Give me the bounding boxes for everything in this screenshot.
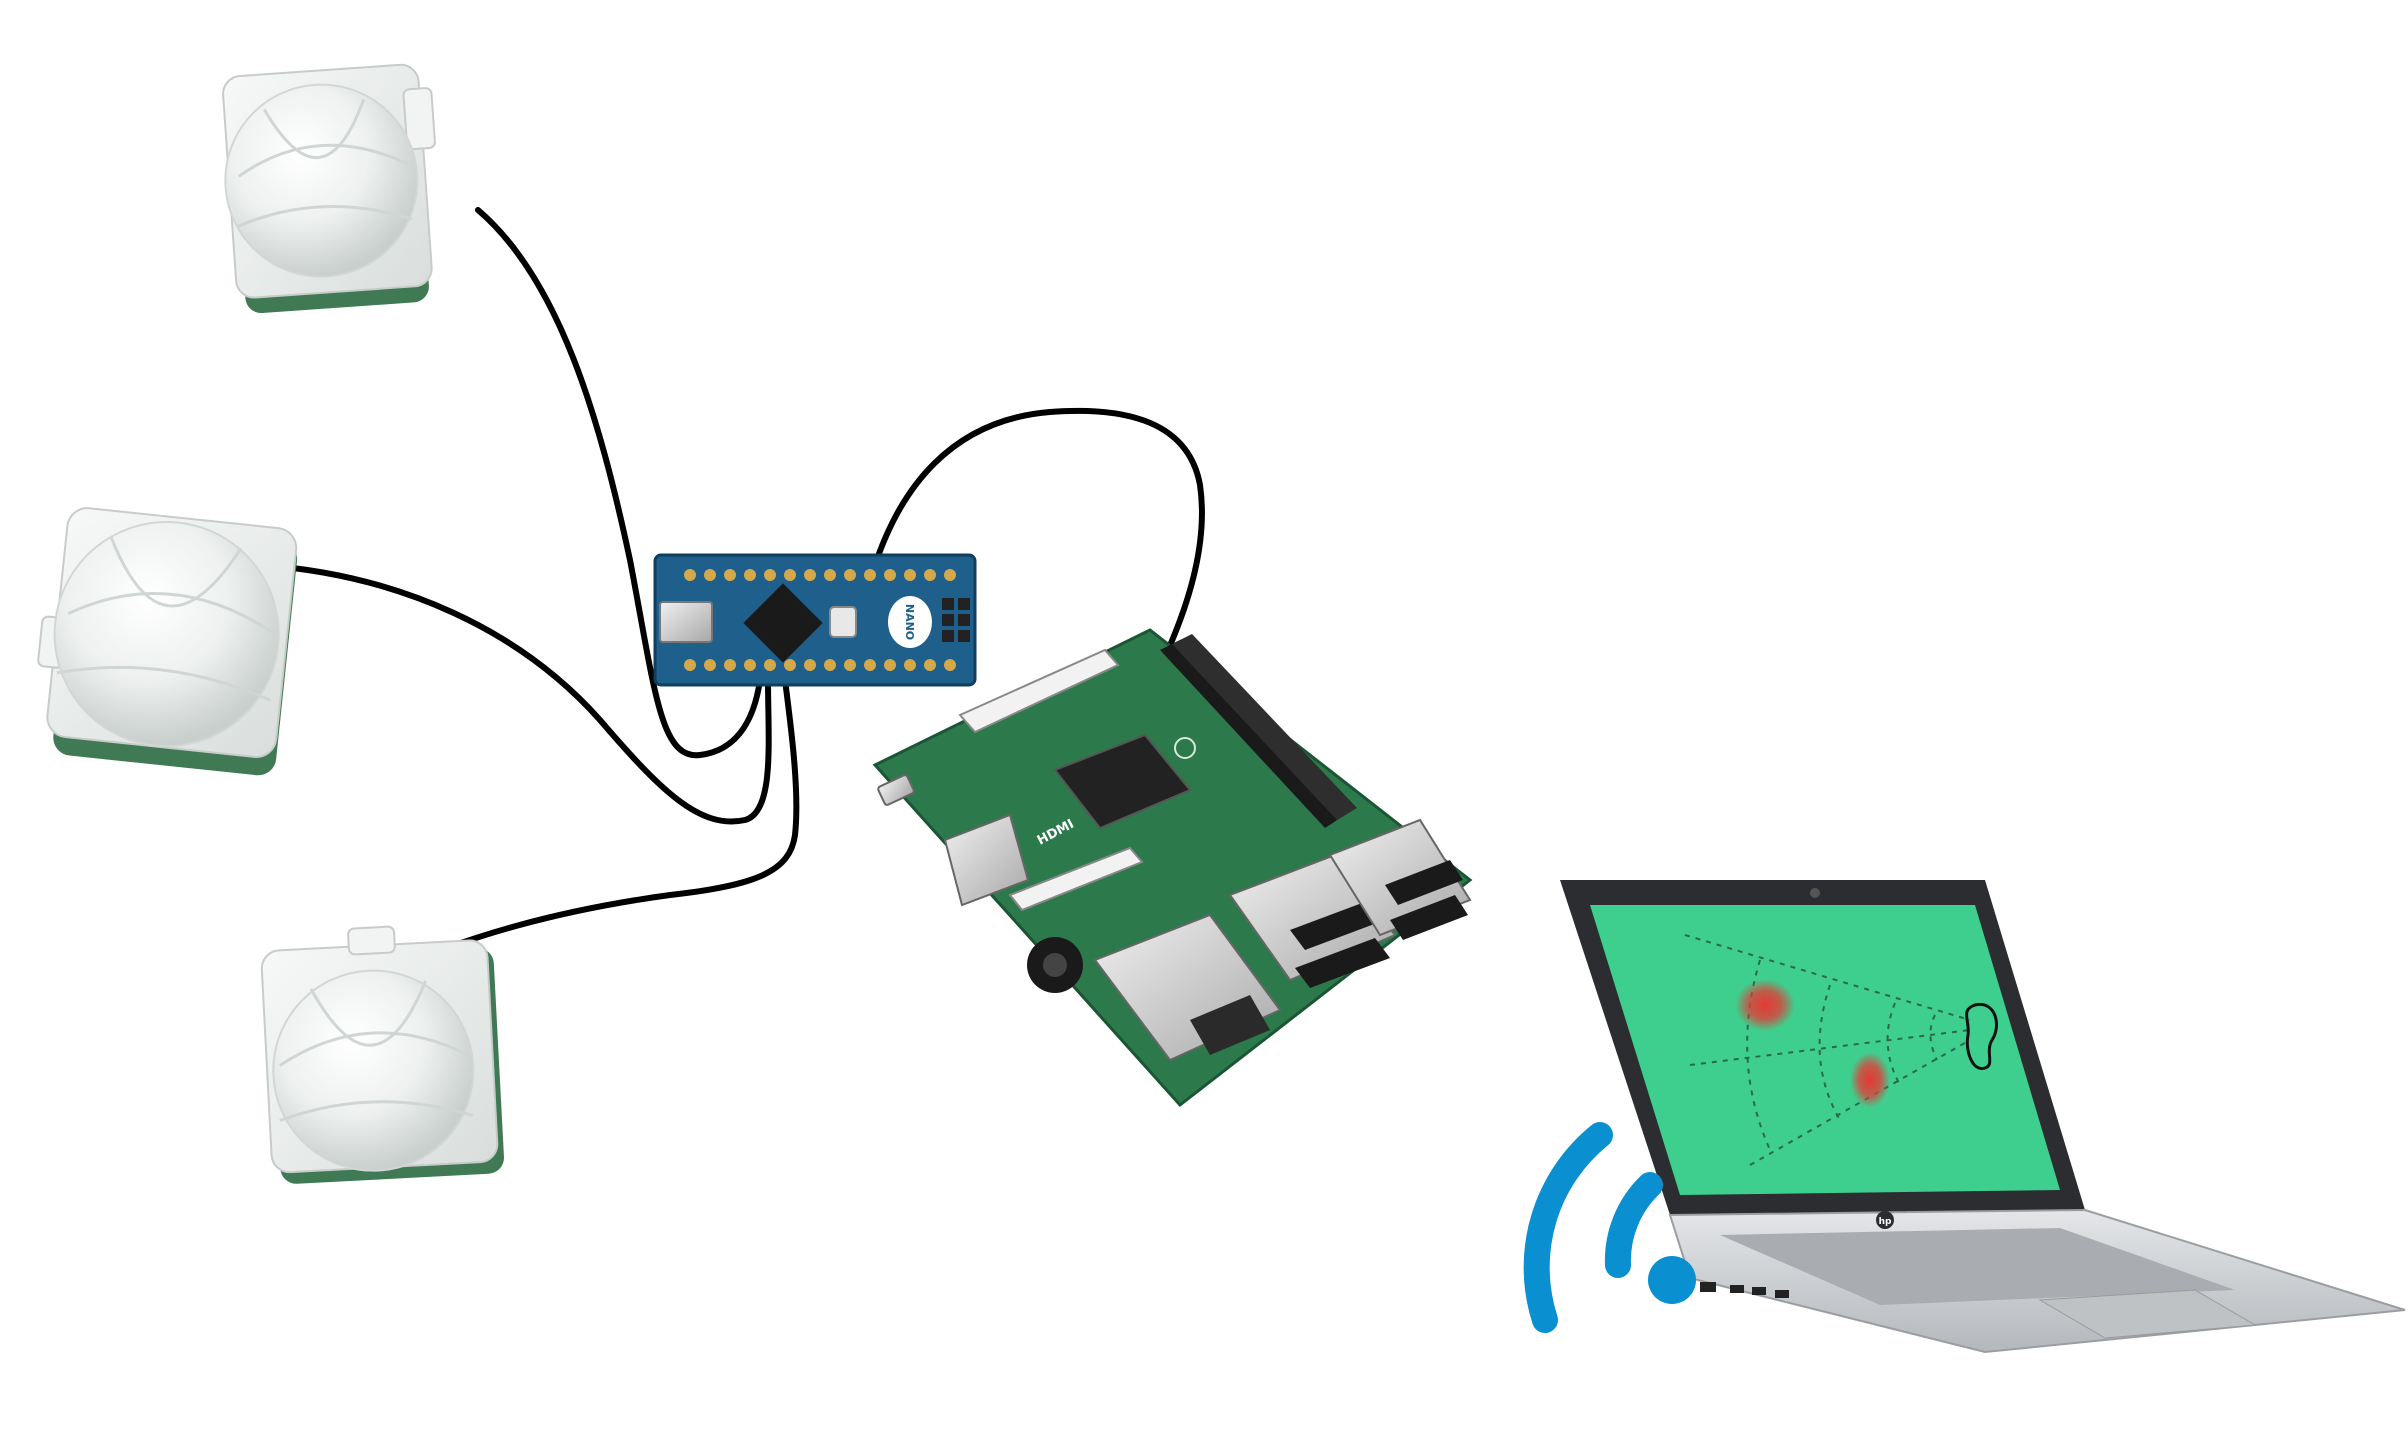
pir-sensor-3: [260, 925, 504, 1184]
pi-display-connector: [958, 648, 1120, 734]
wifi-icon: [1523, 1122, 1696, 1333]
laptop-webcam-icon: [1810, 888, 1820, 898]
raspberry-pi: HDMI: [872, 628, 1473, 1108]
pi-micro-usb-port: [877, 774, 915, 806]
wires: [259, 207, 1205, 978]
arduino-nano-label: NANO: [903, 604, 916, 640]
laptop-keyboard: [1720, 1228, 2235, 1305]
screen-detection-blob-2: [1850, 1052, 1890, 1108]
arduino-chip: [743, 583, 823, 663]
laptop-side-ports: [1700, 1282, 1789, 1298]
arduino-nano: NANO: [653, 553, 977, 687]
pi-gpio-header: [1160, 634, 1357, 828]
wire-arduino-to-pi: [872, 407, 1205, 653]
wire-sensor1-to-arduino: [475, 207, 763, 759]
pir-sensor-2: [37, 507, 298, 776]
arduino-top-pins: [684, 569, 956, 581]
arduino-usb-port: [659, 601, 713, 643]
laptop-touchpad: [2038, 1289, 2257, 1339]
wire-sensor3-to-arduino: [375, 677, 800, 978]
raspberry-logo-icon: [1174, 737, 1196, 759]
pi-camera-connector: [1008, 846, 1144, 912]
wire-sensor2-to-arduino: [259, 562, 772, 825]
laptop-screen: [1590, 905, 2060, 1195]
hp-logo-text: hp: [1879, 1217, 1892, 1227]
laptop: hp: [1560, 880, 2406, 1354]
screen-sensor-marker: [1965, 1002, 1998, 1070]
arduino-icsp-header: [942, 598, 970, 642]
screen-detection-blob-1: [1735, 979, 1795, 1031]
arduino-bottom-pins: [684, 659, 956, 671]
pi-hdmi-port: [943, 813, 1030, 907]
pir-sensor-1: [222, 63, 436, 314]
hp-logo: [1876, 1211, 1894, 1229]
pi-soc-chip: [1053, 733, 1192, 830]
pi-usb-port-2: [1328, 818, 1472, 940]
